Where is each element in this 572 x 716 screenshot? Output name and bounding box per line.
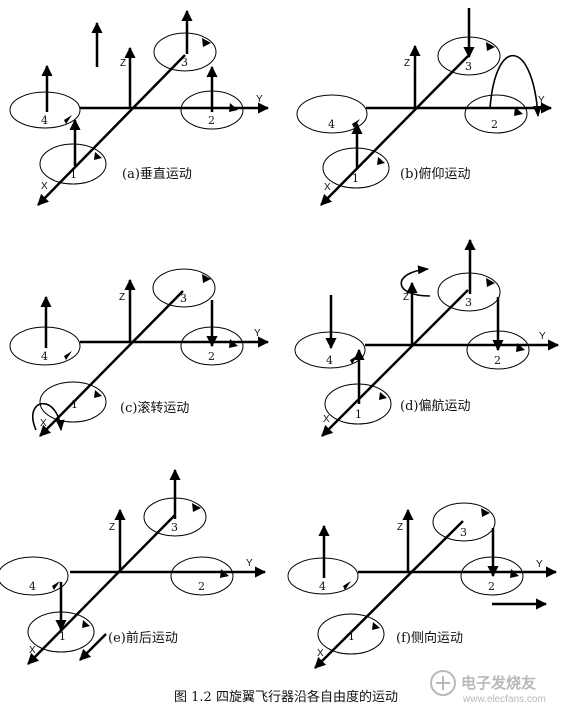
- pitch-rotation-arrow: [489, 54, 542, 118]
- rotor-3-label: 3: [465, 296, 472, 309]
- rotor-3-label: 3: [171, 521, 178, 534]
- axis-x-label: X: [29, 645, 36, 656]
- panel-b-labels: Z Y X 4 3 2 1 (b)俯仰运动: [324, 58, 545, 193]
- caption-f: (f)侧向运动: [396, 630, 463, 646]
- rotor-1: [317, 613, 385, 655]
- axis-z-label: Z: [404, 58, 410, 69]
- rotor-1-label: 1: [352, 172, 359, 185]
- caption-e: (e)前后运动: [108, 630, 178, 646]
- rotor-3-label: 3: [460, 526, 467, 539]
- rotor-2: [464, 94, 528, 134]
- rotor-1-label: 1: [70, 168, 77, 181]
- panel-b: [296, 8, 553, 206]
- rotor-4: [9, 91, 81, 129]
- axis-z-label: Z: [119, 292, 125, 303]
- axis-z-label: Z: [120, 58, 126, 69]
- rotor-4-label: 4: [41, 350, 48, 363]
- roll-rotation-arrow: [32, 402, 65, 432]
- axis-y-label: Y: [256, 94, 263, 105]
- rotor-2-label: 2: [488, 580, 495, 593]
- motion-arrow-forward: [79, 633, 107, 661]
- rotor-2-label: 2: [208, 350, 215, 363]
- panel-f: [287, 502, 558, 669]
- rotor-3-label: 3: [465, 60, 472, 73]
- watermark-logo-icon: [430, 670, 456, 696]
- rotor-4-label: 4: [326, 354, 333, 367]
- rotor-3-label: 3: [180, 292, 187, 305]
- rotor-2-label: 2: [208, 114, 215, 127]
- axis-x-label: X: [41, 181, 48, 192]
- watermark-url: www.elecfans.com: [462, 694, 546, 705]
- rotor-3-label: 3: [181, 56, 188, 69]
- rotor-4-label: 4: [29, 580, 36, 593]
- axis-x-label: X: [323, 414, 330, 425]
- axis-z-label: Z: [109, 522, 115, 533]
- rotor-3: [432, 502, 496, 542]
- rotor-2-label: 2: [198, 580, 205, 593]
- rotor-1-label: 1: [71, 398, 78, 411]
- figure-caption: 图 1.2 四旋翼飞行器沿各自由度的运动: [174, 689, 398, 705]
- axis-y-label: Y: [539, 331, 546, 342]
- rotor-4: [0, 556, 69, 596]
- axis-x-label: X: [40, 418, 47, 429]
- watermark-brand: 电子发烧友: [461, 674, 536, 692]
- rotor-4-label: 4: [328, 118, 335, 131]
- panel-d-labels: Z Y X 4 3 2 1 (d)偏航运动: [323, 292, 546, 425]
- panel-a-labels: Z Y X 4 3 2 1 (a)垂直运动: [41, 56, 263, 192]
- rotor-2: [170, 556, 234, 596]
- rotor-1: [39, 143, 107, 185]
- axis-x-label: X: [317, 648, 324, 659]
- rotor-1-label: 1: [59, 630, 66, 643]
- watermark: 电子发烧友 www.elecfans.com: [430, 670, 546, 705]
- axis-x-label: X: [324, 182, 331, 193]
- axis-y-label: Y: [254, 328, 261, 339]
- rotor-4: [296, 94, 368, 134]
- axis-z-label: Z: [397, 522, 403, 533]
- rotor-2-label: 2: [491, 118, 498, 131]
- axis-y-label: Y: [538, 95, 545, 106]
- caption-b: (b)俯仰运动: [400, 166, 470, 182]
- caption-d: (d)偏航运动: [400, 398, 470, 414]
- panel-d: [294, 238, 560, 437]
- panel-f-labels: Z Y X 4 3 2 1 (f)侧向运动: [317, 522, 543, 659]
- caption-c: (c)滚转运动: [120, 400, 189, 416]
- axis-y-label: Y: [246, 558, 253, 569]
- rotor-1-label: 1: [355, 408, 362, 421]
- rotor-1: [39, 381, 107, 423]
- rotor-1-label: 1: [348, 630, 355, 643]
- axis-y-label: Y: [536, 559, 543, 570]
- yaw-rotation-arrow: [400, 265, 431, 297]
- panel-c: [9, 268, 270, 437]
- caption-a: (a)垂直运动: [122, 167, 192, 182]
- panel-a: [9, 9, 270, 206]
- rotor-4-label: 4: [41, 114, 48, 127]
- rotor-2-label: 2: [494, 354, 501, 367]
- axis-z-label: Z: [403, 292, 409, 303]
- panel-c-labels: Z Y X 4 3 2 1 (c)滚转运动: [40, 292, 261, 429]
- panel-e-labels: Z Y X 4 3 2 1 (e)前后运动: [29, 521, 253, 656]
- rotor-3: [152, 268, 216, 308]
- rotor-3: [153, 32, 217, 72]
- rotor-4-label: 4: [319, 580, 326, 593]
- panel-e: [0, 468, 267, 665]
